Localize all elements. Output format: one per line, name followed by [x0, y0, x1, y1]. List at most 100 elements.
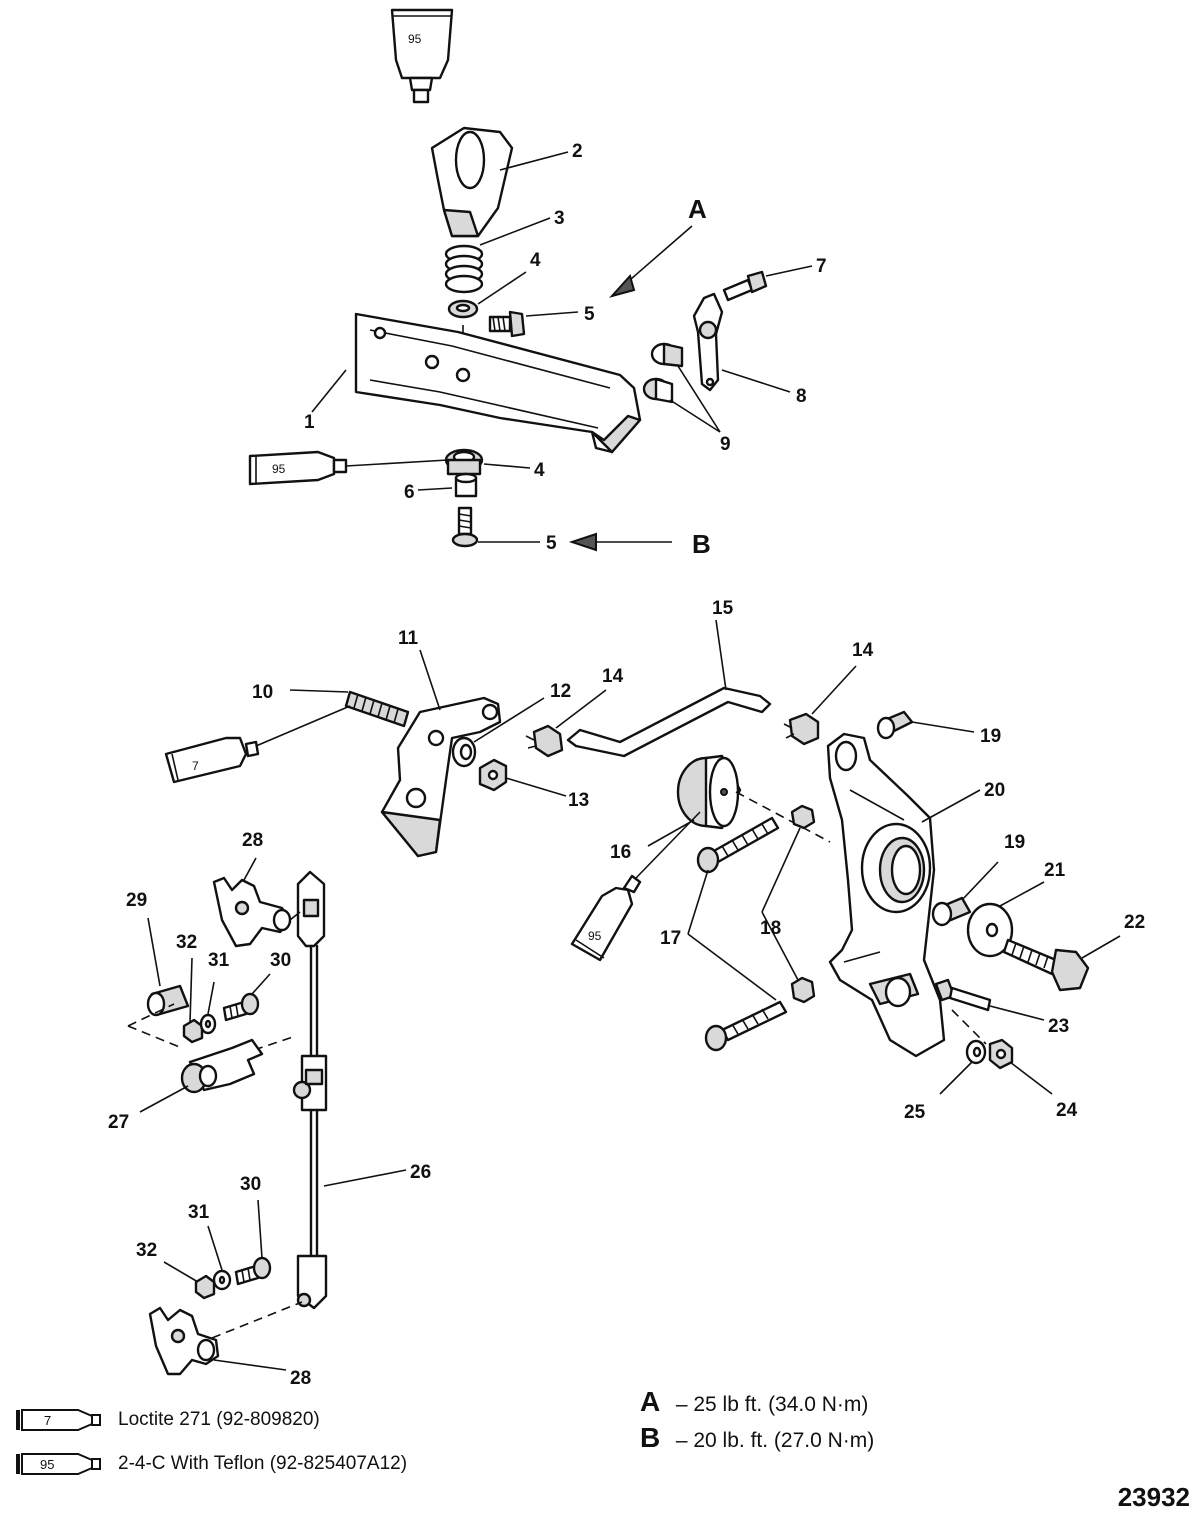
callout-21: 21: [1044, 860, 1066, 881]
part-30-screw: [222, 992, 260, 1022]
part-5-bolt-lower: [451, 506, 479, 548]
tube-label: 7: [192, 759, 199, 773]
callout-25: 25: [904, 1102, 926, 1123]
torque-spec-letter: A: [640, 1386, 661, 1417]
legend-text-teflon: 2-4-C With Teflon (92-825407A12): [118, 1453, 408, 1474]
part-29-bushing: [146, 984, 190, 1017]
callout-4: 4: [530, 250, 541, 271]
torque-letter-b: B: [692, 529, 711, 559]
part-14-swivel: [525, 724, 564, 758]
tube-label: 95: [588, 929, 602, 943]
part-19-bushing: [931, 896, 972, 927]
callout-14: 14: [852, 640, 874, 661]
part-9-bushing: [642, 377, 674, 404]
callout-7: 7: [816, 256, 827, 277]
part-5-bolt-upper: [488, 310, 526, 338]
part-15-link-rod: [566, 686, 772, 758]
part-17-screw: [704, 1000, 788, 1052]
part-17-screw: [696, 816, 780, 874]
callout-4: 4: [534, 460, 545, 481]
part-10-stud: [344, 690, 410, 728]
legend-item-teflon: 95 2-4-C With Teflon (92-825407A12): [14, 1450, 407, 1478]
part-7-bolt: [722, 270, 768, 302]
callout-8: 8: [796, 386, 807, 407]
part-11-lever: [380, 696, 502, 858]
callout-32: 32: [176, 932, 197, 953]
torque-spec-value: – 25 lb ft. (34.0 N·m): [675, 1393, 869, 1416]
callout-23: 23: [1048, 1016, 1069, 1037]
part-28-clevis: [212, 876, 292, 948]
part-12-washer: [451, 736, 477, 768]
torque-spec-b: B – 20 lb. ft. (27.0 N·m): [640, 1422, 874, 1454]
torque-letter-a: A: [688, 194, 707, 224]
callout-5: 5: [584, 304, 595, 325]
callout-17: 17: [660, 928, 681, 949]
part-32-nut: [194, 1274, 216, 1300]
callout-14: 14: [602, 666, 624, 687]
callout-32: 32: [136, 1240, 157, 1261]
part-4-bushing-upper: [447, 299, 479, 319]
part-18-nut: [790, 976, 816, 1004]
callout-13: 13: [568, 790, 589, 811]
callout-29: 29: [126, 890, 147, 911]
part-16-bushing: [676, 754, 742, 830]
callout-19: 19: [980, 726, 1001, 747]
part-26-shift-cable-rod: [292, 870, 328, 1310]
callout-26: 26: [410, 1162, 431, 1183]
lubricant-tube-icon: 95: [248, 450, 348, 486]
callout-6: 6: [404, 482, 415, 503]
callout-20: 20: [984, 780, 1005, 801]
part-21-washer: [966, 902, 1014, 958]
part-20-shift-lever-casting: [826, 732, 946, 1058]
lubricant-tube-icon: 95: [16, 1453, 101, 1475]
legend-text-loctite: Loctite 271 (92-809820): [118, 1409, 320, 1430]
callout-2: 2: [572, 141, 583, 162]
callout-11: 11: [398, 628, 419, 649]
part-28-clevis: [148, 1306, 220, 1376]
callout-12: 12: [550, 681, 571, 702]
part-13-nut: [478, 758, 508, 792]
lubricant-tube-icon: 7: [164, 736, 260, 784]
part-1-control-arm: [354, 312, 642, 454]
lubricant-tube-icon: 95: [570, 874, 642, 962]
callout-5: 5: [546, 533, 557, 554]
callout-10: 10: [252, 682, 273, 703]
callout-27: 27: [108, 1112, 129, 1133]
callout-31: 31: [188, 1202, 210, 1223]
callout-28: 28: [242, 830, 263, 851]
part-24-nut: [988, 1038, 1014, 1070]
torque-spec-value: – 20 lb. ft. (27.0 N·m): [675, 1429, 875, 1452]
tube-label: 95: [272, 462, 286, 476]
callout-18: 18: [760, 918, 781, 939]
callout-3: 3: [554, 208, 565, 229]
part-18-nut: [790, 804, 816, 830]
callout-30: 30: [240, 1174, 261, 1195]
part-3-spring: [444, 244, 484, 294]
callout-labels: 1 2 3 4 4 5 5 6 7 8 9 10 11 12 13 14 14 …: [108, 141, 1145, 1389]
part-2-bracket: [430, 126, 514, 238]
part-6-spacer: [454, 472, 478, 498]
callout-24: 24: [1056, 1100, 1078, 1121]
part-31-washer: [199, 1013, 217, 1035]
part-31-washer: [212, 1269, 232, 1291]
part-32-nut: [182, 1018, 204, 1044]
part-9-bushing: [650, 342, 684, 368]
callout-31: 31: [208, 950, 230, 971]
callout-15: 15: [712, 598, 734, 619]
figure-number: 23932: [1117, 1482, 1190, 1512]
svg-text:7: 7: [44, 1413, 51, 1428]
part-30-screw: [234, 1256, 272, 1286]
tube-label: 95: [408, 32, 422, 46]
part-8-plate: [692, 292, 724, 392]
part-14-swivel: [783, 712, 820, 746]
callout-19: 19: [1004, 832, 1025, 853]
callout-9: 9: [720, 434, 731, 455]
svg-text:95: 95: [40, 1457, 54, 1472]
legend-item-loctite: 7 Loctite 271 (92-809820): [14, 1406, 320, 1434]
callout-30: 30: [270, 950, 291, 971]
callout-16: 16: [610, 842, 631, 863]
callout-22: 22: [1124, 912, 1145, 933]
lubricant-tube-icon: 7: [16, 1409, 101, 1431]
